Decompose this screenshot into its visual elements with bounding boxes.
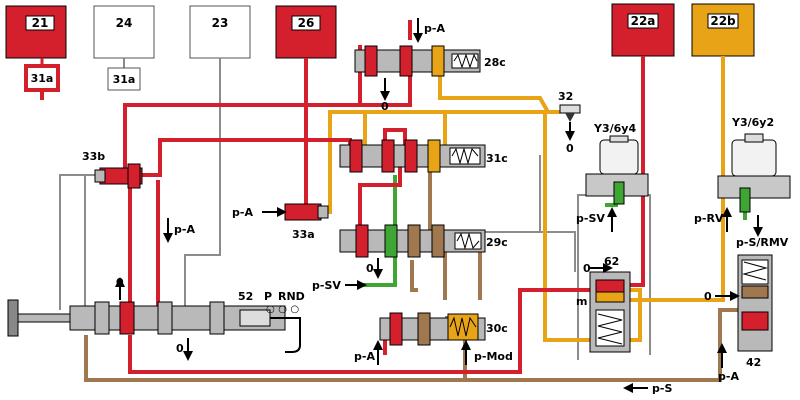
pressure-pMod: p-Mod (474, 350, 513, 363)
valve-28c: 28c (354, 45, 506, 77)
zero-42: 0 (704, 290, 712, 303)
pressure-pS-RMV: p-S/RMV (736, 236, 789, 249)
zero-29c: 0 (366, 262, 374, 275)
valve-31c-label: 31c (486, 152, 508, 165)
valve-33b-label: 33b (82, 150, 105, 163)
box-31a-red: 31a (24, 64, 60, 92)
pressure-pSV-29c: p-SV (312, 279, 341, 292)
selector-rnd: RND (278, 290, 305, 303)
grey-lines (59, 58, 651, 360)
box-22a-label: 22a (631, 14, 656, 28)
box-31a-white: 31a (107, 67, 141, 91)
pressure-pS: p-S (652, 382, 672, 395)
selector-p: P (264, 290, 272, 303)
solenoid-y36y4-label: Y3/6y4 (593, 122, 636, 135)
zero-28c: 0 (381, 100, 389, 113)
box-24-label: 24 (116, 16, 133, 30)
box-23-label: 23 (212, 16, 229, 30)
valve-33a-label: 33a (292, 228, 315, 241)
box-23: 23 (189, 5, 251, 59)
pressure-pRV: p-RV (694, 212, 724, 225)
valve-62-label: 62 (604, 255, 619, 268)
valve-42: 42 (737, 254, 773, 369)
valve-31c: 31c (339, 139, 508, 173)
zero-62: 0 (583, 262, 591, 275)
valve-32: 32 (558, 90, 581, 122)
box-21-label: 21 (32, 16, 49, 30)
valve-52-label: 52 (238, 290, 253, 303)
box-24: 24 (93, 5, 155, 59)
box-31a-white-label: 31a (113, 73, 136, 86)
zero-selector-a: 0 (116, 276, 124, 289)
pressure-pA-33b: p-A (174, 223, 195, 236)
valve-30c: 30c (379, 312, 508, 346)
valve-33a: 33a (284, 203, 329, 241)
valve-29c: 29c (339, 224, 508, 258)
valve-30c-label: 30c (486, 322, 508, 335)
valve-28c-label: 28c (484, 56, 506, 69)
selector-valve-52: 52 P RND ○ ○ ○ (7, 290, 305, 353)
valve-m-label: m (576, 295, 587, 308)
pressure-pA-33a: p-A (232, 206, 253, 219)
selector-dots: ○ ○ ○ (266, 304, 299, 315)
pressure-pA-30c: p-A (354, 350, 375, 363)
valve-32-label: 32 (558, 90, 573, 103)
solenoid-y36y2: Y3/6y2 (717, 116, 791, 213)
valve-29c-label: 29c (486, 236, 508, 249)
solenoid-y36y4: Y3/6y4 (585, 122, 649, 205)
box-22b: 22b (691, 3, 755, 57)
box-31a-red-label: 31a (31, 72, 54, 85)
solenoid-y36y2-label: Y3/6y2 (731, 116, 774, 129)
valve-33b: 33b (82, 150, 143, 189)
box-26: 26 (275, 5, 337, 59)
box-26-label: 26 (298, 16, 315, 30)
zero-selector-b: 0 (176, 342, 184, 355)
pressure-pA-top: p-A (424, 22, 445, 35)
pressure-pA-42: p-A (718, 370, 739, 383)
pressure-pSV-y4: p-SV (576, 212, 605, 225)
zero-32: 0 (566, 142, 574, 155)
box-22b-label: 22b (710, 14, 736, 28)
box-21: 21 (5, 5, 67, 59)
box-22a: 22a (611, 3, 675, 57)
valve-42-label: 42 (746, 356, 761, 369)
